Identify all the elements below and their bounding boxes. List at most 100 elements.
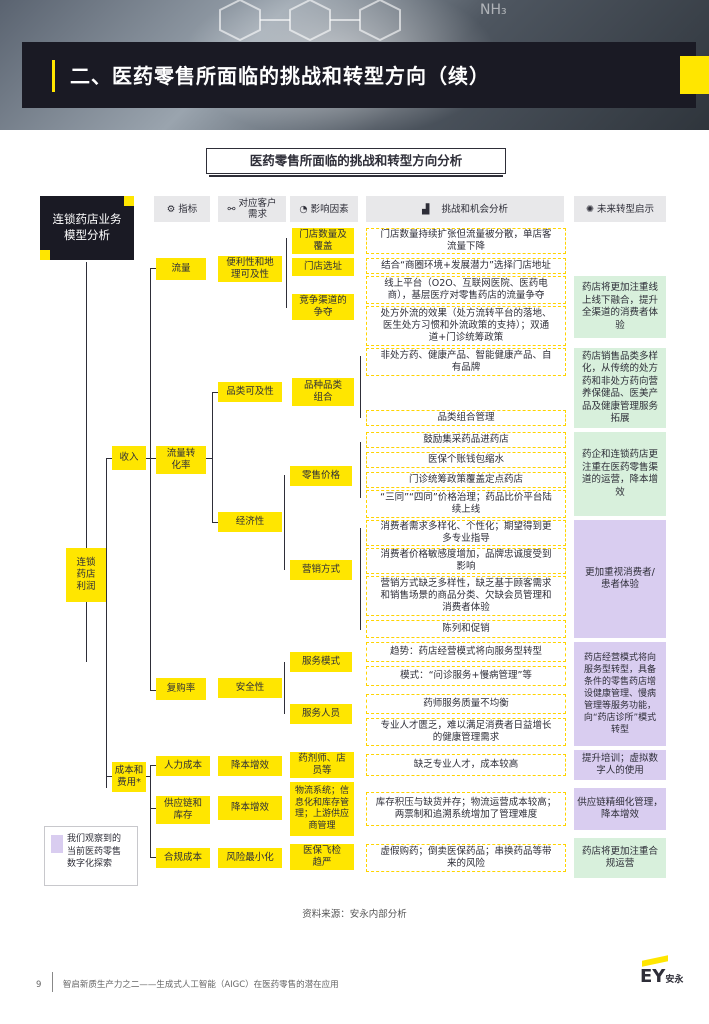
root-chain-profit: 连锁 药店 利润 — [66, 548, 106, 602]
need-safety: 安全性 — [218, 678, 282, 698]
factor-service-model: 服务模式 — [290, 652, 352, 672]
page-title: 二、医药零售所面临的挑战和转型方向（续） — [70, 64, 490, 88]
model-label: 连锁药店业务 模型分析 — [40, 196, 134, 260]
source-note: 资料来源：安永内部分析 — [302, 909, 407, 920]
future-insight-digital: 药店经营模式将向 服务型转型，具备 条件的零售药店增 设健康管理、慢病 管理等服… — [574, 642, 666, 746]
header-metric: ⚙ 指标 — [154, 196, 210, 222]
metric-supply: 供应链和 库存 — [156, 796, 210, 824]
connector — [360, 356, 361, 418]
future-insight: 药店将更加注重合 规运营 — [574, 838, 666, 878]
header-challenge: ▟ 挑战和机会分析 — [366, 196, 564, 222]
connector — [150, 857, 156, 858]
header-factor: ◔ 影响因素 — [290, 196, 358, 222]
connector — [206, 458, 212, 459]
factor-category: 品种品类 组合 — [292, 378, 354, 406]
connector — [150, 765, 156, 766]
metric-traffic: 流量 — [156, 258, 206, 280]
connector — [146, 458, 156, 459]
logo-text: EY — [640, 966, 666, 987]
need-compliance: 风险最小化 — [218, 848, 282, 868]
analysis-item: “三同”“四同”价格治理；药品比价平台陆 续上线 — [366, 490, 566, 518]
node-cost: 成本和 费用* — [112, 762, 146, 792]
need-economy: 经济性 — [218, 512, 282, 532]
factor-store-count: 门店数量及 覆盖 — [292, 228, 354, 254]
connector — [284, 475, 285, 570]
metric-labor: 人力成本 — [156, 756, 210, 776]
connector — [360, 528, 361, 630]
analysis-item: 消费者价格敏感度增加，品牌忠诚度受到 影响 — [366, 548, 566, 574]
legend-swatch — [51, 835, 63, 853]
connector — [106, 776, 112, 777]
analysis-item: 门诊统筹政策覆盖定点药店 — [366, 472, 566, 488]
analysis-item: 结合“商圈环境+发展潜力”选择门店地址 — [366, 258, 566, 274]
gear-icon: ⚙ — [166, 203, 179, 215]
header-future: ✺ 未来转型启示 — [574, 196, 666, 222]
connector — [106, 458, 107, 788]
metric-compliance: 合规成本 — [156, 848, 210, 868]
molecule-graphic-icon — [219, 0, 401, 42]
connector — [150, 268, 151, 690]
connector — [150, 765, 151, 857]
factor-staff: 服务人员 — [290, 704, 352, 724]
footer: 9 智启新质生产力之二——生成式人工智能（AIGC）在医药零售的潜在应用 — [36, 978, 339, 990]
page-number: 9 — [36, 980, 42, 990]
header-future-label: 未来转型启示 — [596, 203, 654, 215]
header-challenge-label: 挑战和机会分析 — [441, 203, 508, 215]
analysis-item: 库存积压与缺货并存；物流运营成本较高； 两票制和追溯系统增加了管理难度 — [366, 792, 566, 826]
banner-molecule-text: NH₃ — [480, 2, 507, 18]
factor-marketing: 营销方式 — [290, 560, 352, 580]
header-metric-label: 指标 — [178, 203, 198, 215]
model-label-text: 连锁药店业务 模型分析 — [52, 212, 122, 242]
title-bar: 二、医药零售所面临的挑战和转型方向（续） — [22, 42, 696, 108]
connector — [150, 268, 156, 269]
connector — [86, 262, 87, 548]
connector — [212, 392, 213, 522]
connector — [86, 602, 87, 662]
ey-logo: EY安永 — [640, 955, 684, 987]
factor-pharmacist: 药剂师、店 员等 — [290, 752, 354, 778]
speedometer-icon: ◔ — [299, 203, 311, 215]
need-supply: 降本增效 — [218, 796, 282, 820]
header-factor-label: 影响因素 — [310, 203, 349, 215]
analysis-item: 处方外流的效果（处方流转平台的落地、 医生处方习惯和外流政策的支持）；双通 道+… — [366, 306, 566, 346]
analysis-item: 鼓励集采药品进药店 — [366, 432, 566, 448]
analysis-item: 模式：“问诊服务+慢病管理”等 — [366, 666, 566, 686]
legend-label: 我们观察到的 当前医药零售 数字化探索 — [67, 834, 122, 869]
metric-repurchase: 复购率 — [156, 678, 206, 700]
analysis-item: 消费者需求多样化、个性化；期望得到更 多专业指导 — [366, 520, 566, 546]
factor-site: 门店选址 — [292, 258, 354, 276]
need-labor: 降本增效 — [218, 756, 282, 776]
chart-icon: ▟ — [422, 203, 442, 215]
analysis-item: 门店数量持续扩张但流量被分散，单店客 流量下降 — [366, 228, 566, 254]
factor-logistics: 物流系统；信 息化和库存管 理；上游供应 商管理 — [290, 782, 354, 836]
analysis-item: 专业人才匮乏，难以满足消费者日益增长 的健康管理需求 — [366, 718, 566, 746]
analysis-item: 陈列和促销 — [366, 620, 566, 638]
analysis-item: 药师服务质量不均衡 — [366, 694, 566, 714]
analysis-item: 非处方药、健康产品、智能健康产品、自 有品牌 — [366, 348, 566, 376]
link-icon: ⚯ — [227, 203, 239, 215]
future-insight: 药店将更加注重线 上线下融合，提升 全渠道的消费者体 验 — [574, 276, 666, 338]
corner-accent — [124, 196, 134, 206]
yellow-tab — [680, 56, 709, 94]
connector — [106, 458, 112, 459]
title-accent-bar — [52, 60, 55, 92]
diagram-title: 医药零售所面临的挑战和转型方向分析 — [206, 148, 506, 177]
connector — [212, 522, 218, 523]
factor-channel: 竞争渠道的 争夺 — [292, 294, 354, 320]
analysis-item: 线上平台（O2O、互联网医院、医药电 商），基层医疗对零售药店的流量争夺 — [366, 276, 566, 304]
node-income: 收入 — [112, 446, 146, 470]
factor-price: 零售价格 — [290, 466, 352, 486]
connector — [150, 808, 156, 809]
future-insight: 药店销售品类多样 化，从传统的处方 药和非处方药向营 养保健品、医美产 品及健康… — [574, 348, 666, 428]
connector — [360, 442, 361, 498]
connector — [286, 238, 287, 308]
connector — [284, 662, 285, 714]
future-insight-digital: 供应链精细化管理， 降本增效 — [574, 788, 666, 830]
logo-sub-text: 安永 — [665, 975, 684, 985]
footer-text: 智启新质生产力之二——生成式人工智能（AIGC）在医药零售的潜在应用 — [62, 980, 339, 990]
analysis-item: 营销方式缺乏多样性，缺乏基于顾客需求 和销售场景的商品分类、欠缺会员管理和 消费… — [366, 576, 566, 616]
analysis-item: 趋势：药店经营模式将向服务型转型 — [366, 642, 566, 662]
header-customer: ⚯ 对应客户 需求 — [218, 196, 286, 222]
analysis-item: 虚假购药；倒卖医保药品；串换药品等带 来的风险 — [366, 844, 566, 872]
connector — [150, 690, 156, 691]
